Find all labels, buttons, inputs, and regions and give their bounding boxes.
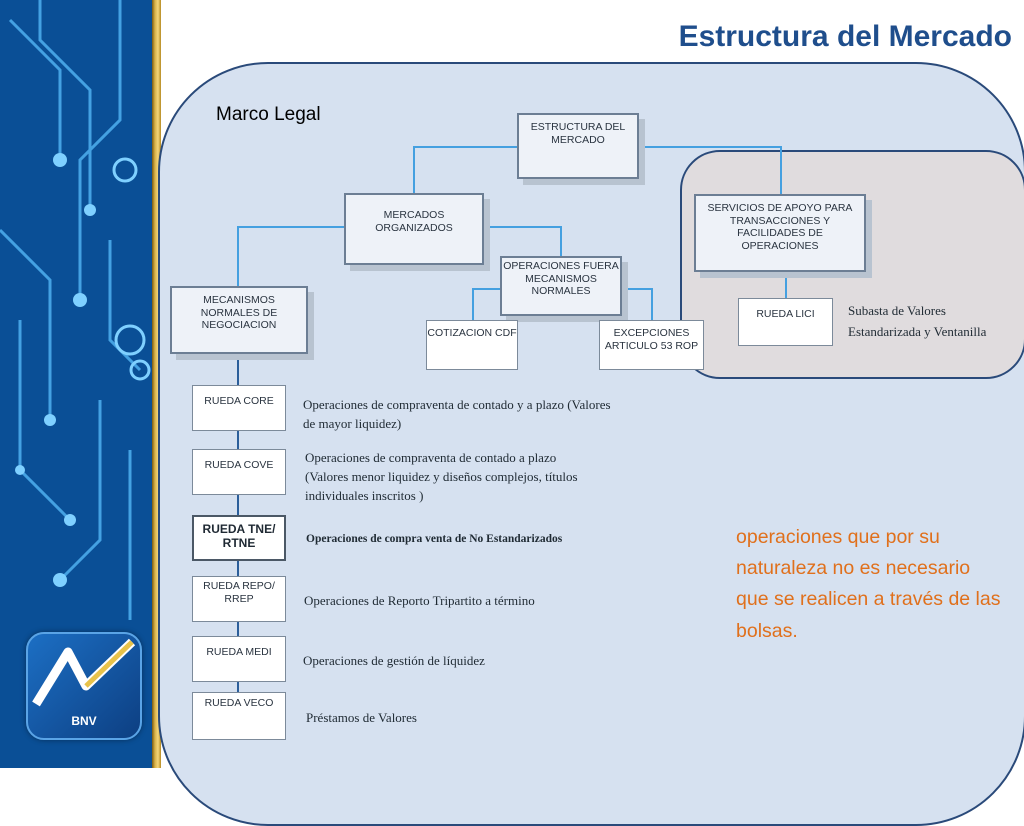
box-mecanismos-normales: MECANISMOS NORMALES DE NEGOCIACION bbox=[170, 286, 308, 354]
desc-rueda-core: Operaciones de compraventa de contado y … bbox=[303, 396, 623, 434]
connector bbox=[640, 146, 780, 148]
box-rueda-core: RUEDA CORE bbox=[192, 385, 286, 431]
box-estructura-del-mercado: ESTRUCTURA DEL MERCADO bbox=[517, 113, 639, 179]
connector bbox=[780, 146, 782, 194]
connector bbox=[413, 146, 519, 148]
box-rueda-tne: RUEDA TNE/ RTNE bbox=[192, 515, 286, 561]
box-rueda-cove: RUEDA COVE bbox=[192, 449, 286, 495]
desc-rueda-cove: Operaciones de compraventa de contado a … bbox=[305, 449, 600, 506]
box-excepciones: EXCEPCIONES ARTICULO 53 ROP bbox=[599, 320, 704, 370]
box-operaciones-fuera: OPERACIONES FUERA MECANISMOS NORMALES bbox=[500, 256, 622, 316]
connector bbox=[620, 288, 652, 290]
connector bbox=[560, 226, 562, 256]
logo-text: BNV bbox=[28, 714, 140, 728]
decorative-side-band: BNV bbox=[0, 0, 152, 768]
connector bbox=[483, 226, 561, 228]
desc-rueda-tne: Operaciones de compra venta de No Estand… bbox=[306, 531, 626, 548]
subasta-line-2: Estandarizada y Ventanilla bbox=[848, 321, 986, 342]
box-rueda-lici: RUEDA LICI bbox=[738, 298, 833, 346]
subasta-description: Subasta de Valores Estandarizada y Venta… bbox=[848, 300, 986, 343]
subasta-line-1: Subasta de Valores bbox=[848, 300, 986, 321]
box-rueda-medi: RUEDA MEDI bbox=[192, 636, 286, 682]
box-rueda-repo: RUEDA REPO/ RREP bbox=[192, 576, 286, 622]
connector bbox=[237, 226, 345, 228]
connector bbox=[237, 226, 239, 286]
logo-mark-icon bbox=[28, 634, 140, 714]
bnv-logo: BNV bbox=[26, 632, 142, 740]
box-servicios-de-apoyo: SERVICIOS DE APOYO PARA TRANSACCIONES Y … bbox=[694, 194, 866, 272]
connector bbox=[472, 288, 502, 290]
box-cotizacion-cdf: COTIZACION CDF bbox=[426, 320, 518, 370]
box-rueda-veco: RUEDA VECO bbox=[192, 692, 286, 740]
connector bbox=[413, 146, 415, 193]
box-mercados-organizados: MERCADOS ORGANIZADOS bbox=[344, 193, 484, 265]
connector bbox=[785, 272, 787, 299]
connector bbox=[651, 288, 653, 321]
desc-rueda-veco: Préstamos de Valores bbox=[306, 709, 626, 728]
marco-legal-label: Marco Legal bbox=[216, 104, 321, 126]
connector bbox=[472, 288, 474, 321]
desc-rueda-medi: Operaciones de gestión de líquidez bbox=[303, 652, 623, 671]
desc-rueda-repo: Operaciones de Reporto Tripartito a térm… bbox=[304, 592, 624, 611]
page-title: Estructura del Mercado bbox=[679, 20, 1012, 54]
note-text: operaciones que por su naturaleza no es … bbox=[736, 522, 1008, 647]
